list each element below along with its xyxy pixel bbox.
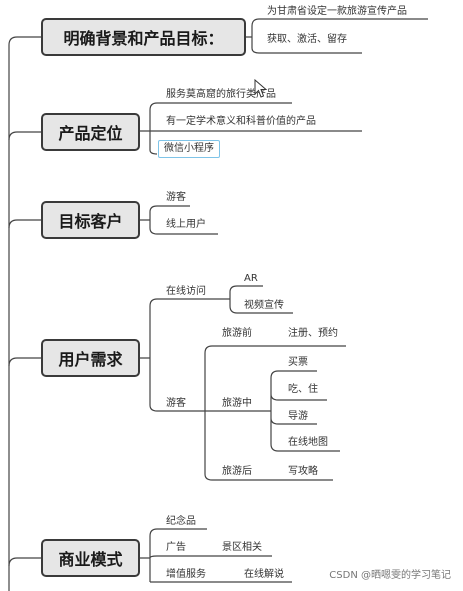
t2-fork [140,102,362,155]
topic-background-goals[interactable]: 明确背景和产品目标： [41,18,246,56]
trunk-branch-4 [8,357,41,367]
leaf-video-promo[interactable]: 视频宣传 [244,300,284,311]
topic-business-model[interactable]: 商业模式 [41,539,140,577]
leaf-guide[interactable]: 导游 [288,411,308,422]
t4-online-fork [215,285,293,314]
leaf-during-trip[interactable]: 旅游中 [222,398,252,409]
trunk-branch-3 [8,219,41,229]
leaf-wechat-miniprogram[interactable]: 微信小程序 [158,140,220,158]
topic-target-customers[interactable]: 目标客户 [41,201,140,239]
t4-during-fork [263,370,340,452]
trunk-branch-5 [8,557,41,567]
leaf-mogao-travel-product[interactable]: 服务莫高窟的旅行类产品 [166,89,276,100]
leaf-food-lodging[interactable]: 吃、住 [288,384,318,395]
leaf-souvenirs[interactable]: 纪念品 [166,516,196,527]
leaf-tourists[interactable]: 游客 [166,192,186,203]
t4-fork [140,298,215,412]
leaf-online-map[interactable]: 在线地图 [288,437,328,448]
t5-fork [140,528,292,583]
leaf-ar[interactable]: AR [244,273,258,284]
trunk-line [8,36,41,591]
trunk-branch-2 [8,131,41,141]
leaf-after-trip[interactable]: 旅游后 [222,466,252,477]
t4-tourist-fork [194,345,272,481]
leaf-tourist-group[interactable]: 游客 [166,398,186,409]
leaf-online-narration[interactable]: 在线解说 [244,569,284,580]
leaf-online-visit[interactable]: 在线访问 [166,286,206,297]
t1-fork [246,18,428,54]
watermark: CSDN @晒嗯雯的学习笔记 [329,570,451,581]
leaf-buy-ticket[interactable]: 买票 [288,357,308,368]
mouse-pointer-icon [254,79,268,98]
leaf-advertising[interactable]: 广告 [166,542,186,553]
topic-user-needs[interactable]: 用户需求 [41,339,140,377]
leaf-gansu-product[interactable]: 为甘肃省设定一款旅游宣传产品 [267,6,407,17]
t3-fork [140,205,218,235]
topic-positioning[interactable]: 产品定位 [41,113,140,151]
leaf-academic-value-product[interactable]: 有一定学术意义和科普价值的产品 [166,116,316,127]
leaf-scenic-related[interactable]: 景区相关 [222,542,262,553]
leaf-acquire-activate-retain[interactable]: 获取、激活、留存 [267,34,347,45]
leaf-value-added-services[interactable]: 增值服务 [166,569,206,580]
leaf-online-users[interactable]: 线上用户 [166,219,206,230]
leaf-before-trip[interactable]: 旅游前 [222,328,252,339]
leaf-write-guide[interactable]: 写攻略 [288,466,318,477]
leaf-register-reserve[interactable]: 注册、预约 [288,328,338,339]
